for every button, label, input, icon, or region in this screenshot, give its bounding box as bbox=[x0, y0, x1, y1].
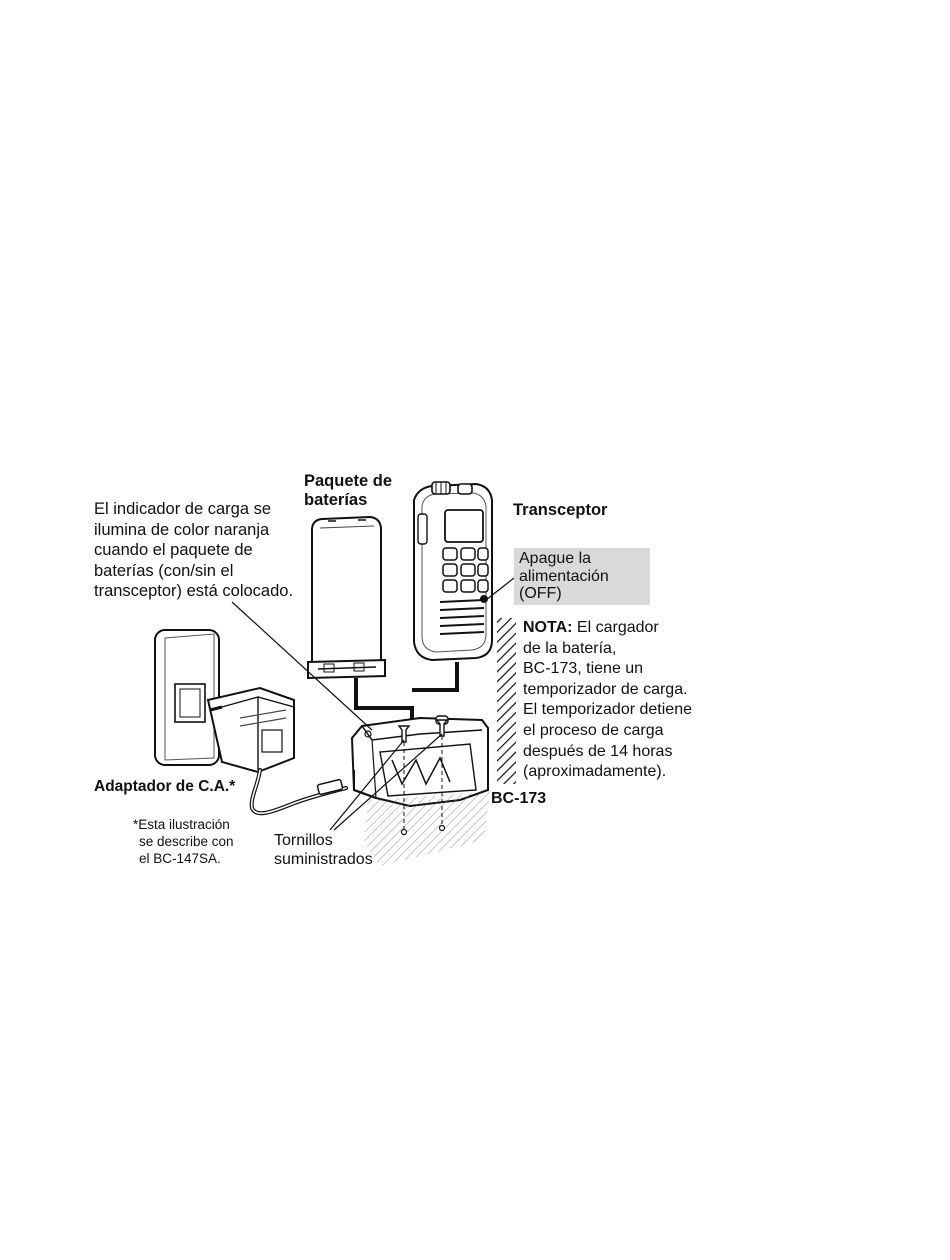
label-paquete-line-2: baterías bbox=[304, 491, 368, 509]
label-indicador-line-1: El indicador de carga se bbox=[94, 500, 272, 518]
label-nota-line-3: BC-173, tiene un bbox=[523, 660, 644, 678]
label-apague-la-alimentacion: Apague la alimentación (OFF) bbox=[519, 550, 609, 603]
label-tornillos-line-2: suministrados bbox=[274, 851, 373, 868]
label-indicador-line-4: baterías (con/sin el bbox=[94, 561, 234, 580]
screws bbox=[397, 719, 449, 836]
label-nota-line-2: de la batería, bbox=[523, 639, 617, 657]
charger-base bbox=[350, 715, 489, 808]
label-esta-line-2: se describe con bbox=[139, 834, 234, 849]
label-tornillos: Tornillos suministrados bbox=[274, 831, 373, 869]
label-esta-line-3: el BC-147SA. bbox=[139, 851, 221, 866]
label-nota-line-7: después de 14 horas bbox=[523, 742, 673, 760]
label-nota-first: El cargador bbox=[572, 619, 659, 636]
label-esta-line-1: *Esta ilustración bbox=[133, 817, 230, 832]
label-nota-line-6: el proceso de carga bbox=[523, 721, 664, 739]
ac-adapter bbox=[206, 686, 295, 774]
label-nota-line-5: El temporizador detiene bbox=[523, 701, 692, 719]
wall-outlet-plate bbox=[154, 629, 220, 766]
label-nota-bold: NOTA: bbox=[523, 619, 573, 636]
label-indicador-line-3: cuando el paquete de bbox=[94, 541, 253, 559]
power-off-highlight-box bbox=[514, 548, 650, 605]
label-bc-173: BC-173 bbox=[491, 790, 547, 807]
label-nota-line-8: (aproximadamente). bbox=[523, 763, 667, 781]
label-indicador-line-2: ilumina de color naranja bbox=[94, 520, 270, 539]
label-nota: NOTA: El cargador de la batería, BC-173,… bbox=[523, 618, 692, 783]
transceiver-radio bbox=[413, 481, 493, 662]
label-tornillos-line-1: Tornillos bbox=[274, 832, 333, 849]
label-nota-line-4: temporizador de carga. bbox=[523, 680, 688, 698]
label-paquete-de-baterias: Paquete de baterías bbox=[304, 472, 392, 510]
label-apague-line-2: alimentación bbox=[519, 567, 609, 585]
label-nota-line-1: NOTA: El cargador bbox=[523, 618, 692, 639]
nota-hatch-bar bbox=[497, 618, 516, 784]
label-indicador-de-carga: El indicador de carga se ilumina de colo… bbox=[94, 499, 293, 602]
battery-pack bbox=[307, 515, 386, 680]
leader-lines bbox=[231, 577, 515, 831]
label-apague-line-3: (OFF) bbox=[519, 585, 562, 602]
label-indicador-line-5: transceptor) está colocado. bbox=[94, 582, 294, 600]
label-esta-ilustracion: *Esta ilustración se describe con el BC-… bbox=[133, 816, 234, 867]
label-paquete-line-1: Paquete de bbox=[304, 472, 393, 490]
dc-plug bbox=[316, 778, 344, 796]
mounting-surface bbox=[364, 792, 490, 866]
label-apague-line-1: Apague la bbox=[519, 550, 592, 567]
label-transceptor: Transceptor bbox=[513, 501, 608, 519]
label-adaptador: Adaptador de C.A.* bbox=[94, 778, 236, 795]
